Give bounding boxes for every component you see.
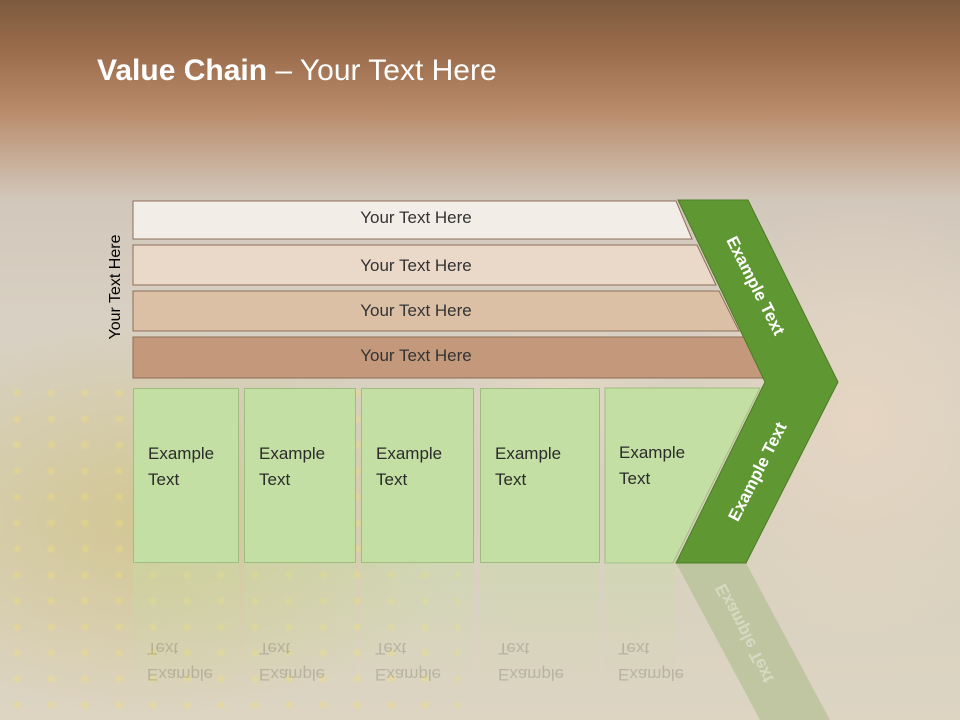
cell-5-line1: Example <box>619 443 686 462</box>
cell-3-reflection <box>361 563 474 693</box>
green-chevron <box>675 199 839 564</box>
cell-5-reflection <box>605 563 675 693</box>
cell-1-reflection <box>133 563 239 693</box>
green-chevron-reflection <box>676 563 830 720</box>
band-3-text: Your Text Here <box>360 301 472 320</box>
cell-1-line1: Example <box>148 444 215 463</box>
cell-4-line1: Example <box>495 444 562 463</box>
cell-5-shape <box>604 387 761 564</box>
cell-4: Example Text <box>480 388 600 563</box>
band-1-text: Your Text Here <box>360 208 472 227</box>
cell-1: Example Text <box>133 388 239 563</box>
cell-2-line1: Example <box>259 444 326 463</box>
chevron-label-reflection: Example Text <box>711 580 778 686</box>
cell-2: Example Text <box>244 388 356 563</box>
cell-2-line2: Text <box>259 470 291 489</box>
band-2 <box>132 244 717 286</box>
cell-1-line2: Text <box>148 470 180 489</box>
band-2-text: Your Text Here <box>360 256 472 275</box>
band-4-text: Your Text Here <box>360 346 472 365</box>
cell-5-line2: Text <box>619 469 651 488</box>
slide-title: Value Chain – Your Text Here <box>97 54 497 88</box>
title-bold: Value Chain <box>97 54 268 87</box>
cell-4-reflection <box>480 563 600 693</box>
cell-2-reflection <box>244 563 356 693</box>
cell-5: Example Text <box>605 388 699 492</box>
cell-3: Example Text <box>361 388 474 563</box>
band-1 <box>132 200 693 240</box>
cell-4-line2: Text <box>495 470 527 489</box>
band-3 <box>132 290 740 332</box>
title-rest: – Your Text Here <box>267 54 497 87</box>
cell-3-line2: Text <box>376 470 408 489</box>
cell-3-line1: Example <box>376 444 443 463</box>
